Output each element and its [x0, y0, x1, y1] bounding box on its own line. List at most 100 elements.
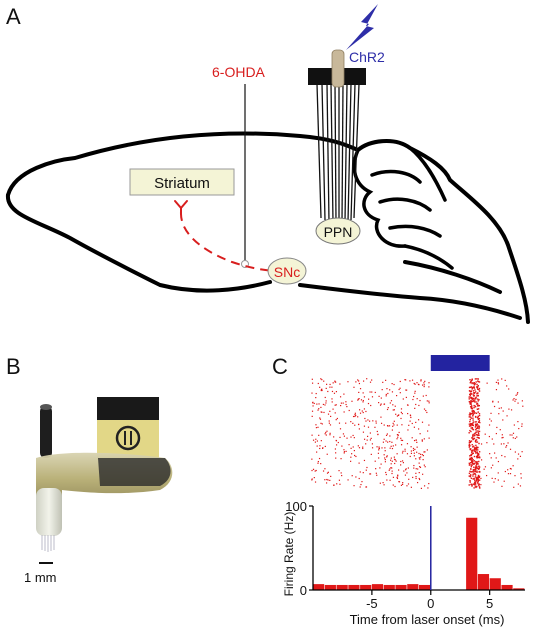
raster-spike	[343, 452, 345, 454]
raster-spike	[480, 477, 482, 479]
raster-spike	[470, 424, 472, 426]
raster-spike	[353, 485, 355, 487]
raster-spike	[414, 448, 416, 451]
raster-spike	[358, 398, 360, 400]
raster-spike	[342, 433, 345, 435]
raster-spike	[324, 479, 326, 481]
raster-spike	[471, 453, 474, 455]
raster-spike	[478, 434, 480, 436]
raster-spike	[312, 468, 315, 470]
raster-spike	[417, 468, 419, 470]
raster-spike	[478, 460, 480, 463]
raster-spike	[492, 400, 494, 402]
raster-spike	[391, 472, 393, 475]
raster-spike	[397, 475, 399, 477]
raster-spike	[513, 486, 515, 488]
raster-spike	[468, 443, 471, 445]
raster-spike	[419, 466, 421, 468]
raster-spike	[469, 420, 471, 423]
raster-spike	[489, 418, 491, 420]
raster-spike	[384, 450, 386, 452]
raster-spike	[428, 437, 430, 439]
raster-spike	[475, 478, 477, 480]
raster-spike	[362, 399, 364, 402]
raster-spike	[350, 421, 352, 423]
raster-spike	[412, 395, 415, 398]
raster-spike	[474, 399, 476, 401]
raster-spike	[476, 456, 478, 459]
raster-spike	[475, 486, 477, 489]
raster-spike	[406, 453, 409, 455]
raster-spike	[514, 437, 516, 440]
raster-spike	[324, 445, 326, 448]
raster-spike	[399, 387, 401, 389]
raster-spike	[411, 379, 414, 381]
raster-spike	[318, 434, 320, 436]
raster-spike	[478, 483, 481, 485]
raster-spike	[340, 402, 342, 404]
raster-spike	[332, 382, 334, 384]
raster-spike	[408, 478, 410, 480]
raster-spike	[327, 413, 330, 415]
raster-spike	[350, 460, 352, 462]
raster-spike	[375, 422, 377, 424]
raster-spike	[316, 440, 319, 442]
raster-spike	[494, 452, 496, 454]
raster-spike	[414, 407, 416, 409]
raster-spike	[478, 426, 481, 428]
raster-spike	[478, 486, 481, 488]
raster-spike	[390, 459, 392, 461]
raster-spike	[472, 433, 474, 436]
raster-spike	[400, 439, 402, 441]
raster-spike	[470, 477, 473, 480]
raster-spike	[477, 455, 479, 458]
raster-spike	[379, 482, 381, 484]
raster-spike	[469, 441, 472, 444]
raster-spike	[423, 384, 425, 386]
raster-spike	[391, 391, 394, 393]
raster-spike	[398, 469, 400, 471]
raster-spike	[393, 409, 395, 411]
raster-spike	[476, 447, 478, 449]
raster-spike	[476, 436, 478, 439]
raster-spike	[416, 481, 419, 484]
raster-spike	[329, 479, 331, 482]
raster-spike	[405, 389, 407, 391]
raster-spike	[472, 434, 474, 437]
raster-spike	[392, 484, 394, 486]
raster-spike	[382, 441, 384, 443]
raster-spike	[517, 392, 519, 394]
raster-spike	[317, 460, 319, 463]
raster-spike	[476, 427, 479, 429]
raster-spike	[428, 382, 430, 384]
raster-spike	[477, 424, 479, 426]
raster-spike	[374, 460, 376, 462]
raster-spike	[311, 410, 314, 412]
raster-spike	[400, 444, 403, 446]
raster-spike	[396, 434, 399, 436]
raster-spike	[473, 455, 476, 458]
raster-spike	[506, 415, 508, 417]
raster-spike	[469, 474, 472, 476]
raster-spike	[477, 388, 479, 390]
raster-spike	[474, 485, 476, 487]
raster-spike	[376, 474, 378, 476]
raster-spike	[399, 380, 401, 383]
raster-spike	[476, 387, 479, 389]
raster-spike	[491, 477, 493, 479]
raster-spike	[339, 483, 341, 485]
raster-spike	[475, 401, 477, 403]
raster-spike	[470, 417, 472, 419]
brainstem-outline	[403, 260, 502, 294]
raster-spike	[326, 383, 328, 385]
raster-spike	[471, 457, 473, 460]
raster-spike	[473, 450, 475, 452]
raster-spike	[318, 408, 320, 410]
raster-spike	[478, 427, 480, 430]
raster-spike	[312, 401, 314, 403]
raster-spike	[519, 485, 522, 487]
raster-spike	[477, 418, 480, 421]
raster-spike	[397, 436, 399, 438]
raster-spike	[384, 458, 386, 461]
raster-spike	[477, 481, 479, 483]
